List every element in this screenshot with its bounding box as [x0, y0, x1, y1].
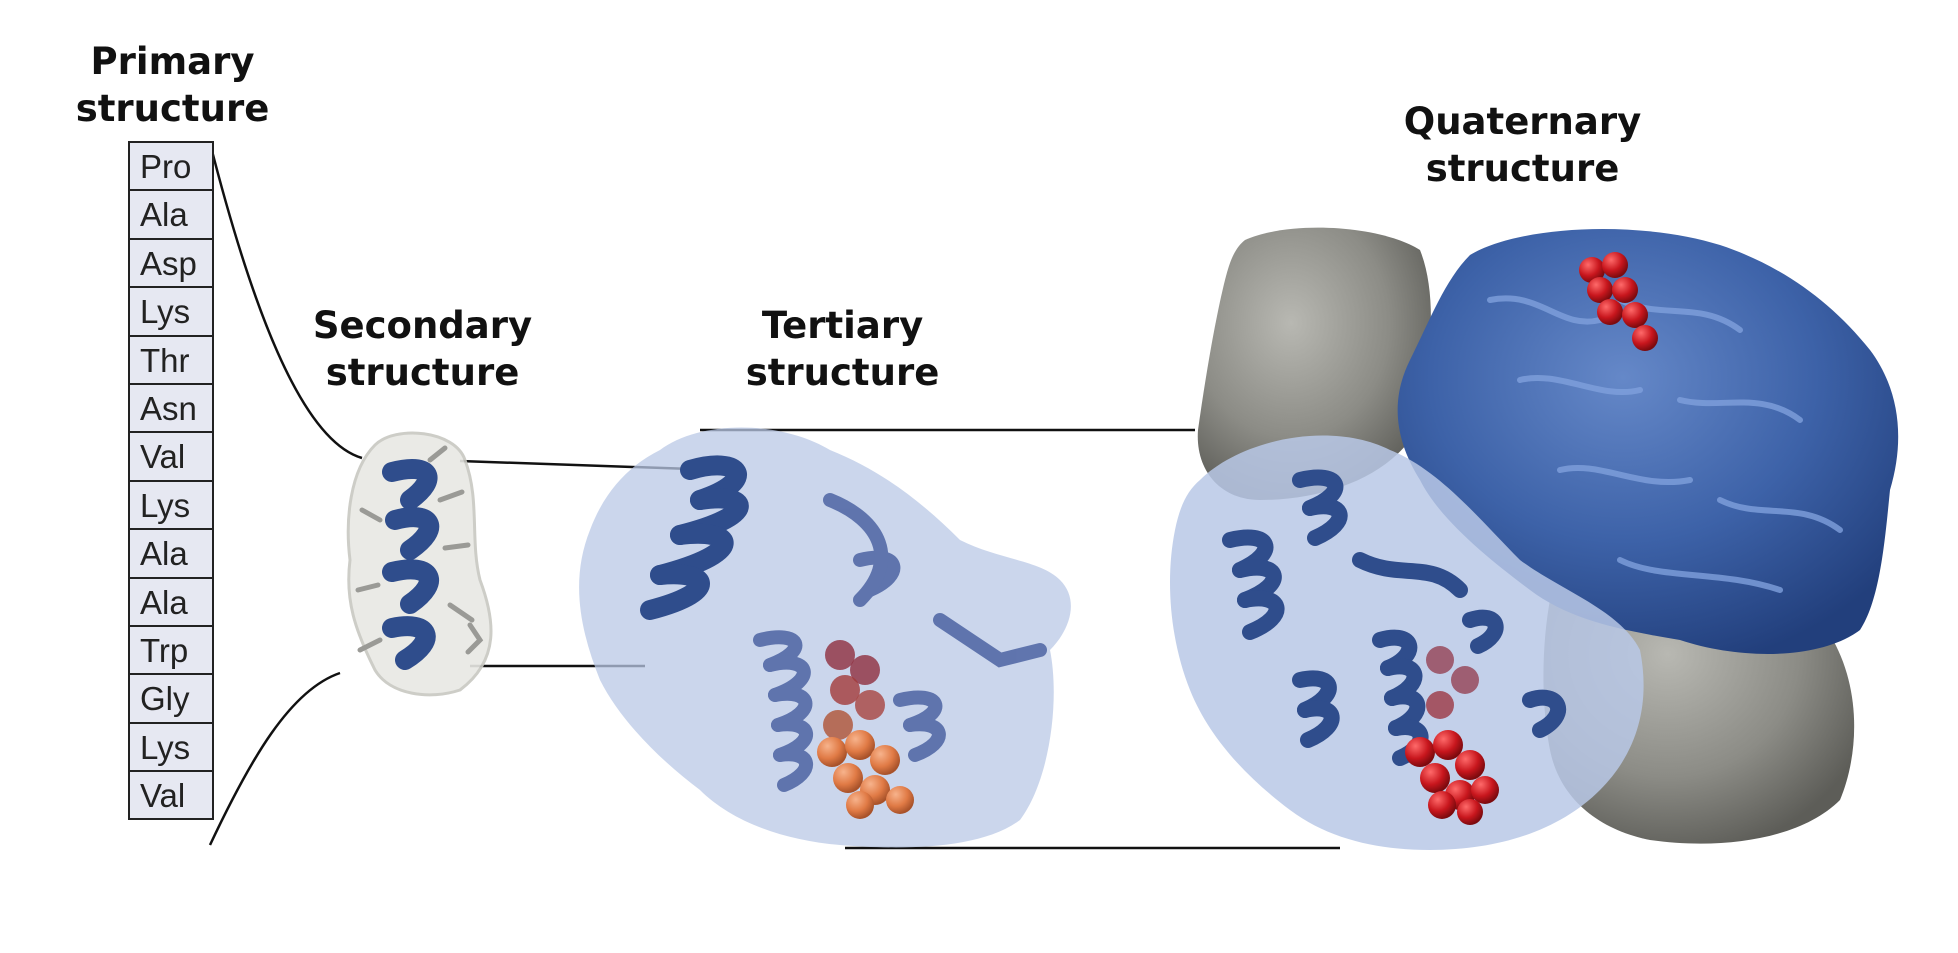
heading-line: structure — [1425, 147, 1620, 190]
heme-spheres-lower — [1405, 646, 1499, 825]
tertiary-translucent-surface — [579, 427, 1071, 848]
heading-line: structure — [75, 87, 270, 130]
alpha-helix-graphic — [346, 431, 493, 697]
connector-primary-top — [208, 142, 363, 460]
residue-box: Pro — [130, 143, 212, 192]
residue-box: Ala — [130, 578, 212, 627]
heading-line: Quaternary — [1403, 100, 1642, 143]
heme-spheres — [817, 640, 914, 819]
amino-acid-sequence: Pro Ala Asp Lys Thr Asn Val Lys Ala Ala … — [128, 141, 214, 821]
heading-line: structure — [325, 351, 520, 394]
blue-subunit-ridges — [1487, 295, 1843, 593]
residue-box: Val — [130, 433, 212, 482]
residue-box: Lys — [130, 288, 212, 337]
residue-box: Gly — [130, 675, 212, 724]
heme-spheres-upper — [1579, 252, 1658, 351]
tertiary-structure-heading: Tertiary structure — [720, 302, 965, 396]
connector-lines — [208, 142, 1340, 850]
residue-box: Lys — [130, 723, 212, 773]
tertiary-fold-graphic — [579, 427, 1071, 848]
residue-box: Ala — [130, 191, 212, 240]
secondary-structure-heading: Secondary structure — [300, 302, 545, 396]
residue-box: Trp — [130, 626, 212, 676]
residue-box: Ala — [130, 530, 212, 579]
blue-subunit-surface — [1397, 228, 1899, 654]
residue-box: Thr — [130, 336, 212, 385]
residue-box: Lys — [130, 481, 212, 531]
heading-line: structure — [745, 351, 940, 394]
residue-box: Asp — [130, 239, 212, 289]
primary-structure-heading: Primary structure — [60, 38, 285, 132]
residue-box: Val — [130, 772, 212, 821]
residue-box: Asn — [130, 384, 212, 434]
quaternary-structure-heading: Quaternary structure — [1400, 98, 1645, 192]
heading-line: Primary — [90, 40, 255, 83]
heading-line: Secondary — [312, 304, 533, 347]
gray-subunit-top — [1197, 227, 1431, 500]
quaternary-complex-graphic — [1170, 227, 1899, 850]
connector-primary-bottom — [208, 671, 341, 846]
heading-line: Tertiary — [761, 304, 924, 347]
